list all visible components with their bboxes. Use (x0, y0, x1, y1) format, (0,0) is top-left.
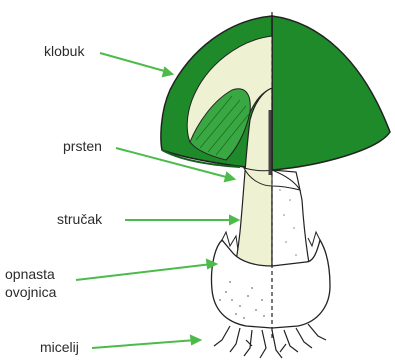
pointer-cap (100, 53, 168, 72)
label-stem: stručak (57, 211, 102, 227)
label-volva-line1: opnasta (5, 266, 55, 282)
pointer-mycelium (92, 340, 196, 348)
label-volva-line2: ovojnica (5, 284, 56, 300)
label-cap: klobuk (44, 43, 84, 59)
mycelium-roots (214, 324, 326, 358)
pointer-volva (76, 264, 212, 280)
label-ring: prsten (63, 138, 102, 154)
cap-exterior-right (272, 16, 390, 170)
label-mycelium: micelij (40, 339, 79, 355)
